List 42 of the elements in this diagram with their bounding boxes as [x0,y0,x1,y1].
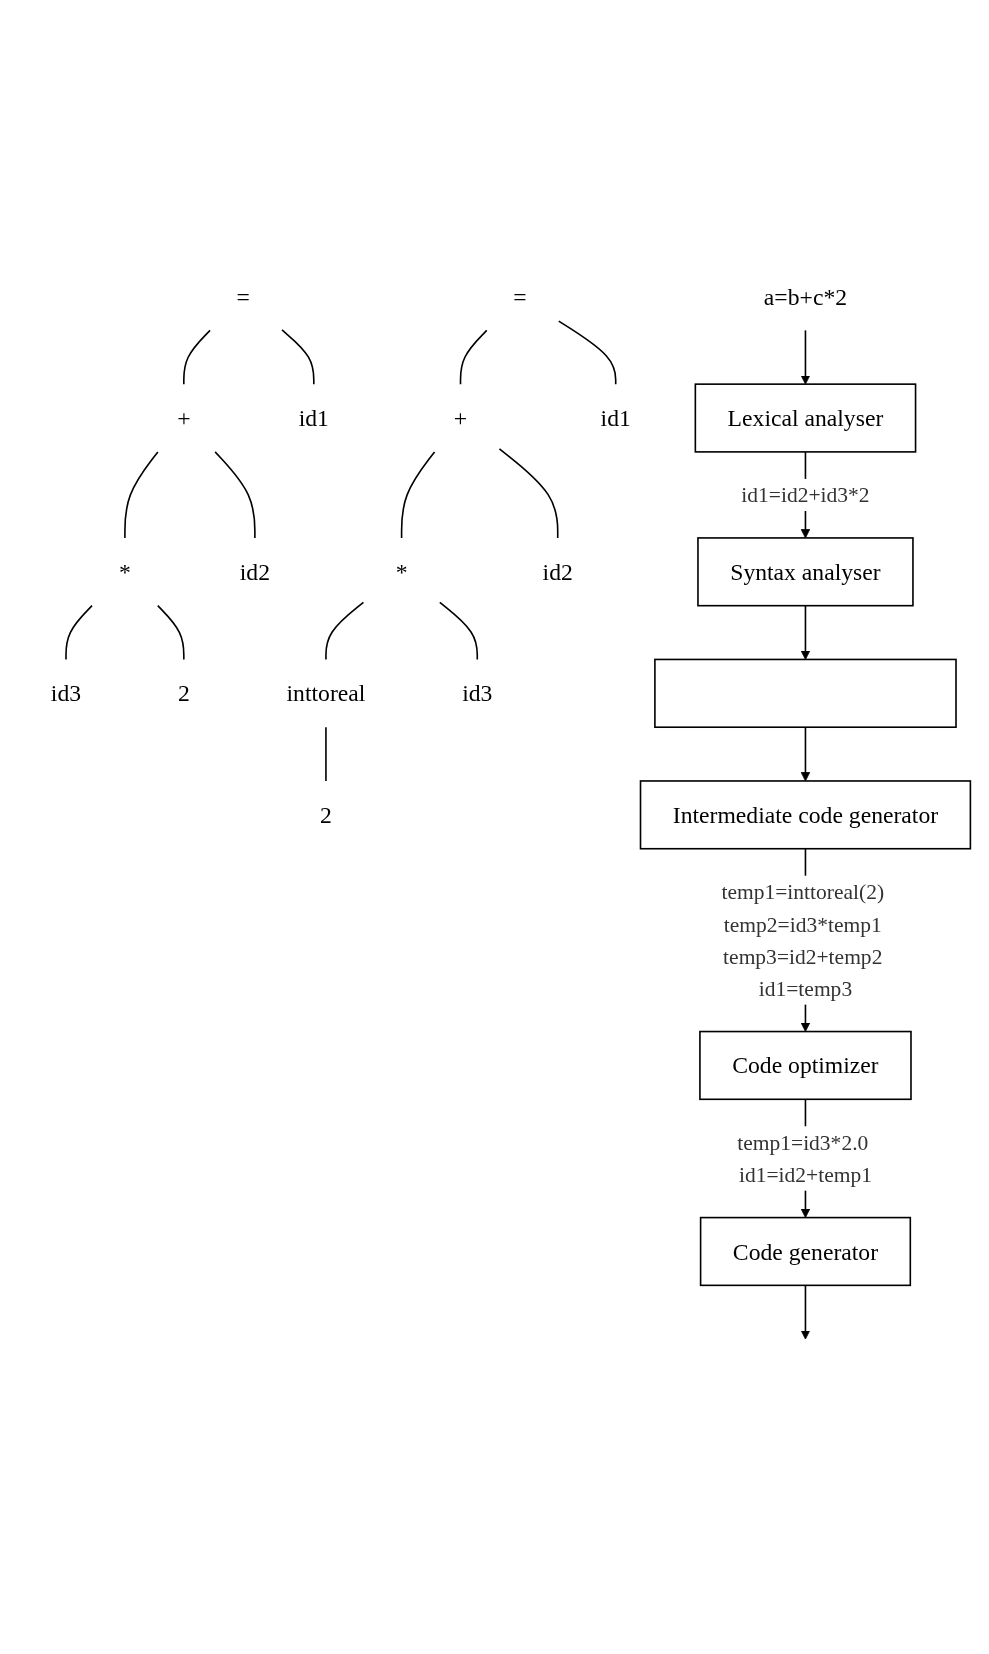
connector [281,329,315,385]
connector [400,451,436,539]
node-text: 2 [177,679,190,707]
node-text: 2 [320,801,332,829]
connector [65,604,93,661]
connector [557,320,617,385]
arrow [800,726,811,782]
node-text: = [513,283,527,310]
node-text: id1 [298,404,329,432]
connector [459,329,488,385]
connector [214,451,256,539]
connector [124,451,159,539]
node-text: id2 [239,558,270,586]
edge-label: id1=id2+id3*2 [741,483,870,507]
node-text: id1 [600,404,631,432]
connector [438,601,479,661]
connector [498,448,559,539]
node-box: Syntax analyser [697,537,914,607]
connector [325,726,327,782]
node-box: Intermediate code generator [639,780,972,850]
node-box [654,658,957,728]
edge-label: temp1=id3*2.0 id1=id2+temp1 [737,1130,872,1187]
node-box: Code generator [699,1216,912,1287]
connector [325,601,365,661]
arrow [800,1284,811,1340]
connector [183,329,211,385]
arrow [800,329,811,385]
node-text: + [177,404,191,432]
node-text: = [236,283,250,310]
node-text: id3 [462,679,493,707]
node-text: * [118,558,131,586]
node-text: * [395,558,408,586]
node-text: a=b+c*2 [763,283,848,310]
node-text: inttoreal [286,679,366,707]
node-text: id2 [542,558,573,586]
node-box: Code optimizer [699,1030,912,1101]
edge-label: temp1=inttoreal(2) temp2=id3*temp1 temp3=id2+temp2 id1=temp3 [721,879,885,1001]
node-text: + [453,404,468,432]
connector [156,604,185,661]
node-box: Lexical analyser [694,383,917,453]
arrow [800,604,811,660]
node-text: id3 [50,679,82,707]
